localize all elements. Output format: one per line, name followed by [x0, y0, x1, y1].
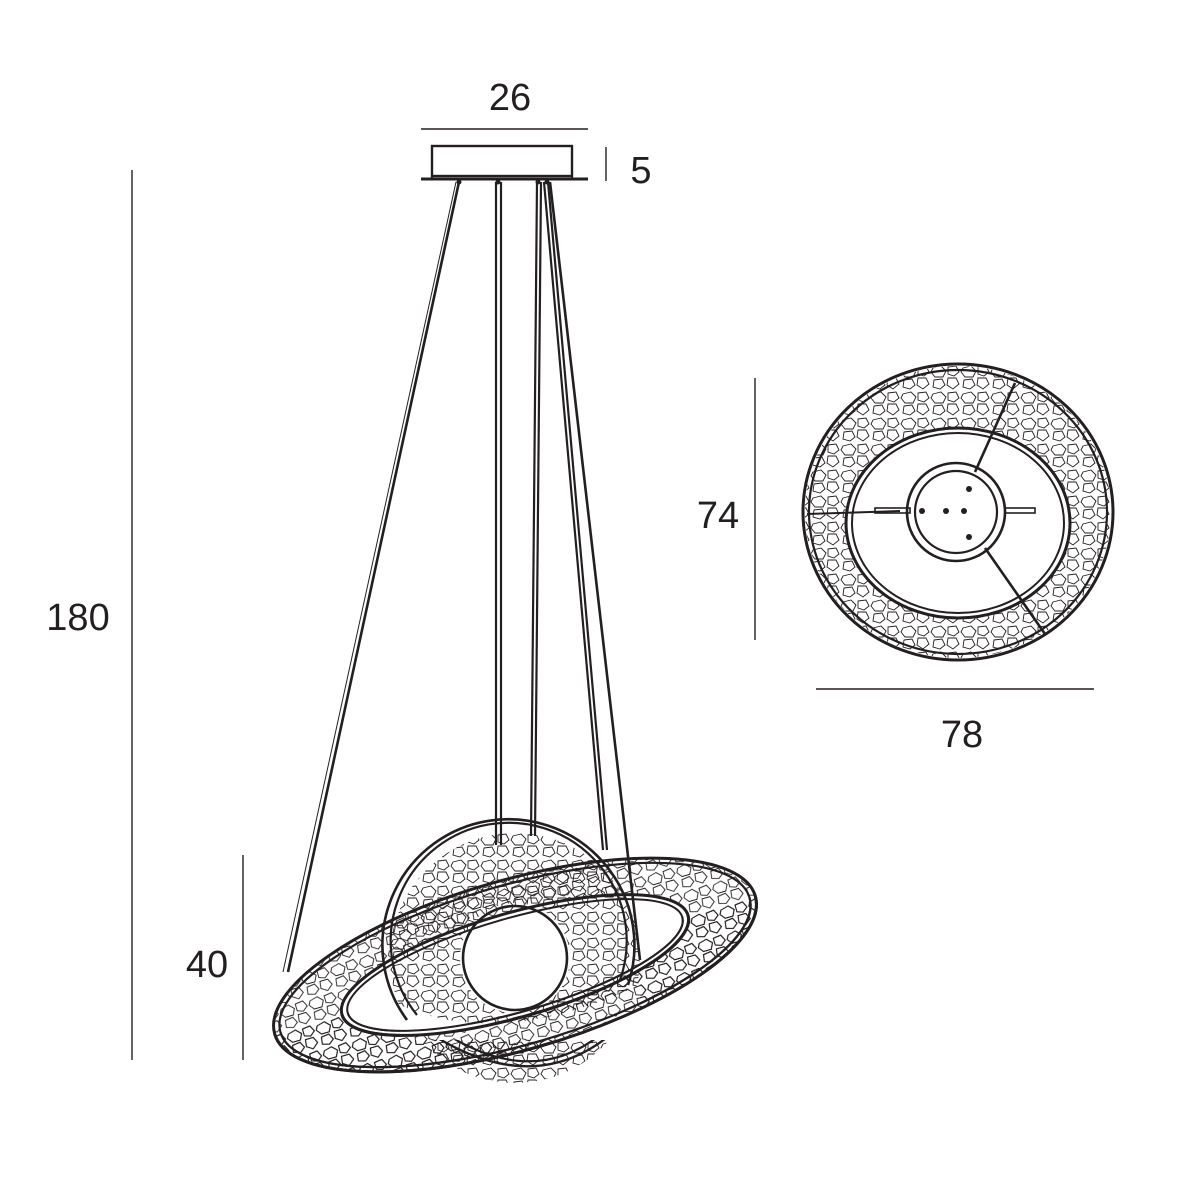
- top-width-label: 26: [489, 77, 531, 119]
- ceiling-canopy: [421, 144, 588, 181]
- dimension-plan-depth: 74: [697, 378, 756, 640]
- pendant-fixture: [272, 817, 758, 1083]
- dimension-canopy-height: 5: [605, 147, 652, 192]
- plan-view: [801, 362, 1115, 662]
- ring-height-label: 40: [186, 944, 228, 986]
- dimension-plan-width: 78: [816, 688, 1094, 756]
- canopy-height-label: 5: [630, 150, 651, 192]
- dimension-top-width: 26: [421, 77, 588, 130]
- suspension-cables: [282, 179, 642, 973]
- total-height-label: 180: [46, 597, 109, 639]
- plan-width-label: 78: [941, 714, 983, 756]
- dimension-ring-height: 40: [186, 855, 244, 1060]
- dimension-total-height: 180: [46, 170, 133, 1060]
- plan-depth-label: 74: [697, 495, 739, 537]
